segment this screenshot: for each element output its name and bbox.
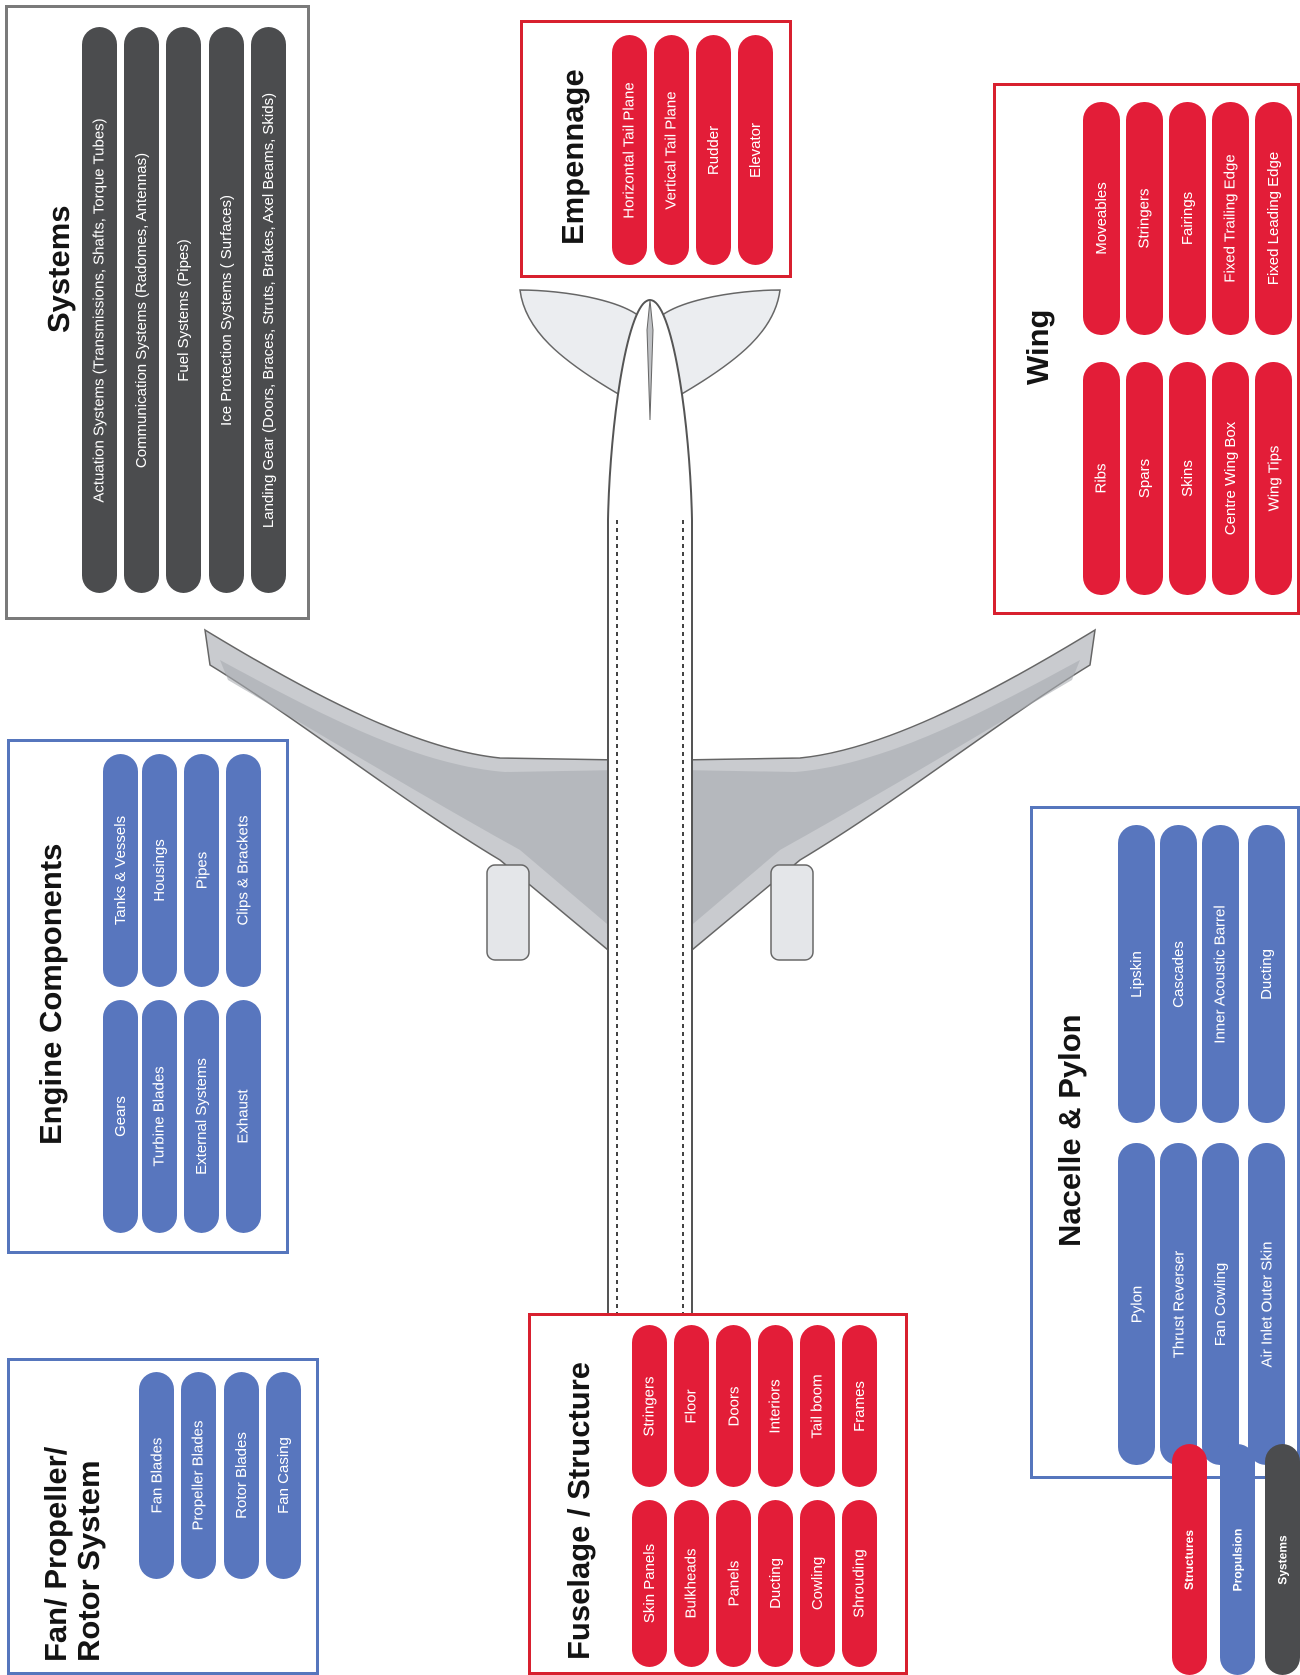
fuselage-item: Cowling	[800, 1500, 835, 1667]
fan-item: Fan Casing	[266, 1372, 301, 1579]
fuselage-item: Panels	[716, 1500, 751, 1667]
systems-item: Actuation Systems (Transmissions, Shafts…	[82, 27, 117, 593]
empennage-item: Vertical Tail Plane	[654, 35, 689, 265]
wing-item: Wing Tips	[1255, 362, 1292, 595]
nacelle-item: Lipskin	[1118, 825, 1155, 1123]
wing-title: Wing	[1020, 309, 1055, 385]
wing-item: Fairings	[1169, 102, 1206, 335]
fan-title-line1: Fan/ Propeller/	[38, 1446, 73, 1662]
systems-item: Fuel Systems (Pipes)	[166, 27, 201, 593]
systems-title: Systems	[41, 205, 76, 333]
fuselage-item: Tail boom	[800, 1325, 835, 1487]
nacelle-item: Fan Cowling	[1202, 1143, 1239, 1465]
fan-propeller-rotor-title: Fan/ Propeller/ Rotor System	[38, 1446, 106, 1662]
nacelle-pylon-title: Nacelle & Pylon	[1052, 1014, 1087, 1247]
fuselage-item: Ducting	[758, 1500, 793, 1667]
nacelle-item: Air Inlet Outer Skin	[1248, 1143, 1285, 1465]
systems-item: Communication Systems (Radomes, Antennas…	[124, 27, 159, 593]
fuselage-item: Interiors	[758, 1325, 793, 1487]
fuselage-item: Bulkheads	[674, 1500, 709, 1667]
empennage-title: Empennage	[555, 69, 590, 245]
wing-item: Stringers	[1126, 102, 1163, 335]
fuselage-item: Floor	[674, 1325, 709, 1487]
fuselage-item: Skin Panels	[632, 1500, 667, 1667]
empennage-item: Rudder	[696, 35, 731, 265]
wing-item: Fixed Trailing Edge	[1212, 102, 1249, 335]
fan-title-line2: Rotor System	[70, 1460, 106, 1662]
empennage-item: Horizontal Tail Plane	[612, 35, 647, 265]
engine-item: Tanks & Vessels	[103, 754, 138, 987]
engine-item: Pipes	[184, 754, 219, 987]
engine-item: Housings	[142, 754, 177, 987]
wing-item: Fixed Leading Edge	[1255, 102, 1292, 335]
fan-item: Fan Blades	[139, 1372, 174, 1579]
wing-item: Skins	[1169, 362, 1206, 595]
nacelle-item: Pylon	[1118, 1143, 1155, 1465]
legend-structures: Structures	[1172, 1444, 1207, 1675]
wing-item: Ribs	[1083, 362, 1120, 595]
fuselage-structure-title: Fuselage / Structure	[561, 1361, 596, 1660]
systems-item: Ice Protection Systems ( Surfaces)	[209, 27, 244, 593]
engine-item: Gears	[103, 1000, 138, 1233]
nacelle-item: Inner Acoustic Barrel	[1202, 825, 1239, 1123]
wing-item: Moveables	[1083, 102, 1120, 335]
engine-item: Clips & Brackets	[226, 754, 261, 987]
fuselage-item: Shrouding	[842, 1500, 877, 1667]
wing-item: Spars	[1126, 362, 1163, 595]
wing-item: Centre Wing Box	[1212, 362, 1249, 595]
engine-item: External Systems	[184, 1000, 219, 1233]
engine-item: Exhaust	[226, 1000, 261, 1233]
fuselage-item: Stringers	[632, 1325, 667, 1487]
legend-propulsion: Propulsion	[1220, 1444, 1255, 1675]
fan-item: Rotor Blades	[224, 1372, 259, 1579]
nacelle-item: Cascades	[1160, 825, 1197, 1123]
nacelle-item: Ducting	[1248, 825, 1285, 1123]
fuselage-item: Doors	[716, 1325, 751, 1487]
engine-item: Turbine Blades	[142, 1000, 177, 1233]
legend-systems: Systems	[1265, 1444, 1300, 1675]
engine-components-title: Engine Components	[33, 843, 68, 1145]
fuselage-item: Frames	[842, 1325, 877, 1487]
empennage-item: Elevator	[738, 35, 773, 265]
fan-item: Propeller Blades	[181, 1372, 216, 1579]
systems-item: Landing Gear (Doors, Braces, Struts, Bra…	[251, 27, 286, 593]
nacelle-item: Thrust Reverser	[1160, 1143, 1197, 1465]
